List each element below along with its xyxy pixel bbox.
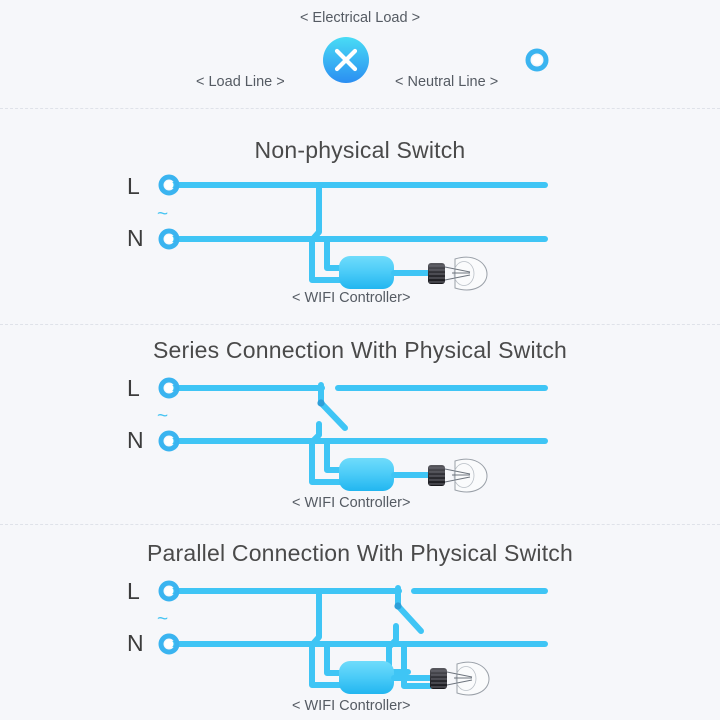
ac-symbol: ~ xyxy=(157,609,169,630)
ac-symbol: ~ xyxy=(157,406,169,427)
line-label-l: L xyxy=(127,375,140,401)
ac-symbol: ~ xyxy=(157,204,169,225)
light-bulb-icon xyxy=(430,661,490,696)
parallel-leg-wire xyxy=(401,641,433,689)
wifi-controller-body[interactable] xyxy=(339,256,394,289)
wifi-controller-label: < WIFI Controller> xyxy=(292,290,411,306)
wifi-controller-body[interactable] xyxy=(339,661,394,694)
light-bulb-icon xyxy=(428,256,488,291)
neutral-terminal xyxy=(158,228,180,250)
neutral-tap-wire xyxy=(324,438,343,473)
switch-pivot xyxy=(317,399,325,407)
diagram-title-non-physical: Non-physical Switch xyxy=(254,137,466,163)
section-divider xyxy=(0,524,720,525)
physical-switch-series[interactable] xyxy=(317,382,348,431)
neutral-terminal xyxy=(158,430,180,452)
electrical-load-section: < Electrical Load > < Load Line > < Neut… xyxy=(0,0,720,108)
line-label-n: N xyxy=(127,630,144,656)
live-terminal xyxy=(158,580,180,602)
light-bulb-icon xyxy=(428,458,488,493)
wifi-controller-label: < WIFI Controller> xyxy=(292,495,411,511)
diagram-series-connection xyxy=(158,377,548,493)
wifi-controller-label: < WIFI Controller> xyxy=(292,698,411,714)
diagram-title-parallel: Parallel Connection With Physical Switch xyxy=(146,540,573,566)
live-drop-wire xyxy=(309,588,343,688)
live-terminal xyxy=(158,377,180,399)
diagram-title-series: Series Connection With Physical Switch xyxy=(152,337,568,363)
line-label-l: L xyxy=(127,578,140,604)
wifi-controller-body[interactable] xyxy=(339,458,394,491)
section-divider xyxy=(0,108,720,109)
line-label-n: N xyxy=(127,427,144,453)
electrical-load-label: < Electrical Load > xyxy=(299,10,421,26)
switch-pivot xyxy=(394,602,402,610)
live-terminal xyxy=(158,174,180,196)
switch-blade xyxy=(396,604,424,634)
switch-blade xyxy=(319,401,348,431)
neutral-tap-wire xyxy=(324,641,343,676)
live-drop-wire xyxy=(309,421,343,485)
diagram-non-physical-switch xyxy=(158,174,548,291)
neutral-line-label: < Neutral Line > xyxy=(395,74,499,90)
diagram-parallel-connection xyxy=(158,580,548,696)
section-divider xyxy=(0,324,720,325)
neutral-tap-wire xyxy=(324,236,343,271)
live-drop-wire xyxy=(309,182,343,283)
physical-switch-parallel[interactable] xyxy=(394,585,424,634)
neutral-terminal xyxy=(158,633,180,655)
switch-down-wire xyxy=(386,623,411,675)
line-label-n: N xyxy=(127,225,144,251)
load-line-label: < Load Line > xyxy=(196,74,285,90)
line-label-l: L xyxy=(127,173,140,199)
